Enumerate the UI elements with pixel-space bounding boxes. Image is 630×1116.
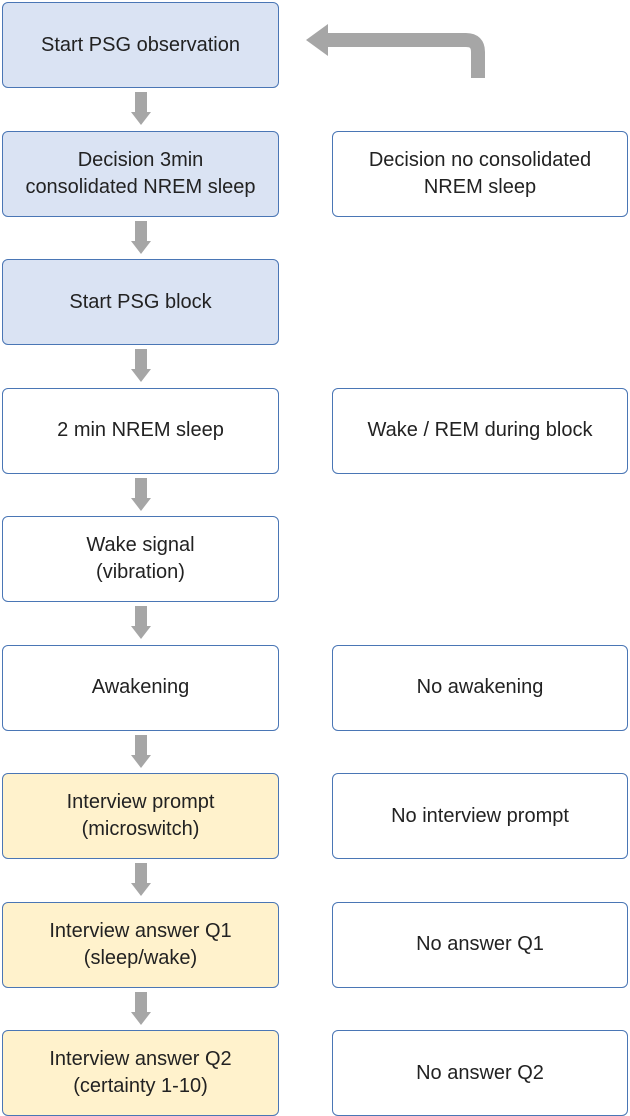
step-box-line: 2 min NREM sleep	[57, 419, 224, 441]
outcome-box-line: NREM sleep	[423, 175, 537, 198]
down-arrow-icon	[131, 734, 151, 768]
step-box: Start PSG observation	[2, 2, 279, 88]
outcome-box-line: No answer Q2	[416, 1061, 544, 1084]
step-box-line: (certainty 1-10)	[73, 1075, 208, 1097]
step-box-line: Interview answer Q2	[49, 1048, 232, 1070]
outcome-box: Wake / REM during block	[332, 387, 628, 474]
outcome-box-line: Wake / REM during block	[367, 419, 593, 441]
outcome-box-line: No awakening	[416, 676, 544, 698]
step-box-line: Awakening	[91, 676, 190, 698]
down-arrow-icon	[131, 606, 151, 639]
outcome-box: No awakening	[332, 644, 628, 731]
step-box: Interview answer Q2 (certainty 1-10)	[2, 1030, 279, 1116]
step-box: Interview prompt (microswitch)	[2, 773, 279, 859]
outcome-box: No answer Q1	[332, 901, 628, 988]
step-box: Wake signal (vibration)	[2, 516, 279, 602]
step-box: Interview answer Q1 (sleep/wake)	[2, 901, 279, 988]
down-arrow-icon	[131, 92, 151, 125]
step-box-line: Wake signal	[86, 534, 195, 556]
outcome-box-line: No interview prompt	[391, 804, 569, 827]
down-arrow-icon	[131, 220, 151, 254]
outcome-box-line: No answer Q1	[416, 933, 544, 955]
step-box: Start PSG block	[2, 259, 279, 345]
step-box-line: Start PSG observation	[41, 33, 240, 56]
outcome-box: No answer Q2	[332, 1030, 628, 1116]
outcome-box: No interview prompt	[332, 773, 628, 859]
step-box-line: consolidated NREM sleep	[25, 175, 256, 198]
step-box-line: Start PSG block	[69, 290, 212, 313]
step-box: Awakening	[2, 644, 279, 731]
down-arrow-icon	[131, 477, 151, 511]
down-arrow-icon	[131, 349, 151, 382]
step-box: 2 min NREM sleep	[2, 387, 279, 474]
step-box-line: (sleep/wake)	[83, 946, 198, 969]
step-box: Decision 3min consolidated NREM sleep	[2, 130, 279, 217]
return-arrow-icon	[306, 24, 485, 78]
step-box-line: Interview prompt	[66, 791, 215, 813]
down-arrow-icon	[131, 991, 151, 1025]
step-box-line: Interview answer Q1	[49, 919, 232, 942]
outcome-box-line: Decision no consolidated	[368, 148, 592, 171]
down-arrow-icon	[131, 863, 151, 896]
step-box-line: (microswitch)	[81, 818, 200, 840]
step-box-line: Decision 3min	[77, 148, 204, 171]
step-box-line: (vibration)	[96, 561, 185, 583]
